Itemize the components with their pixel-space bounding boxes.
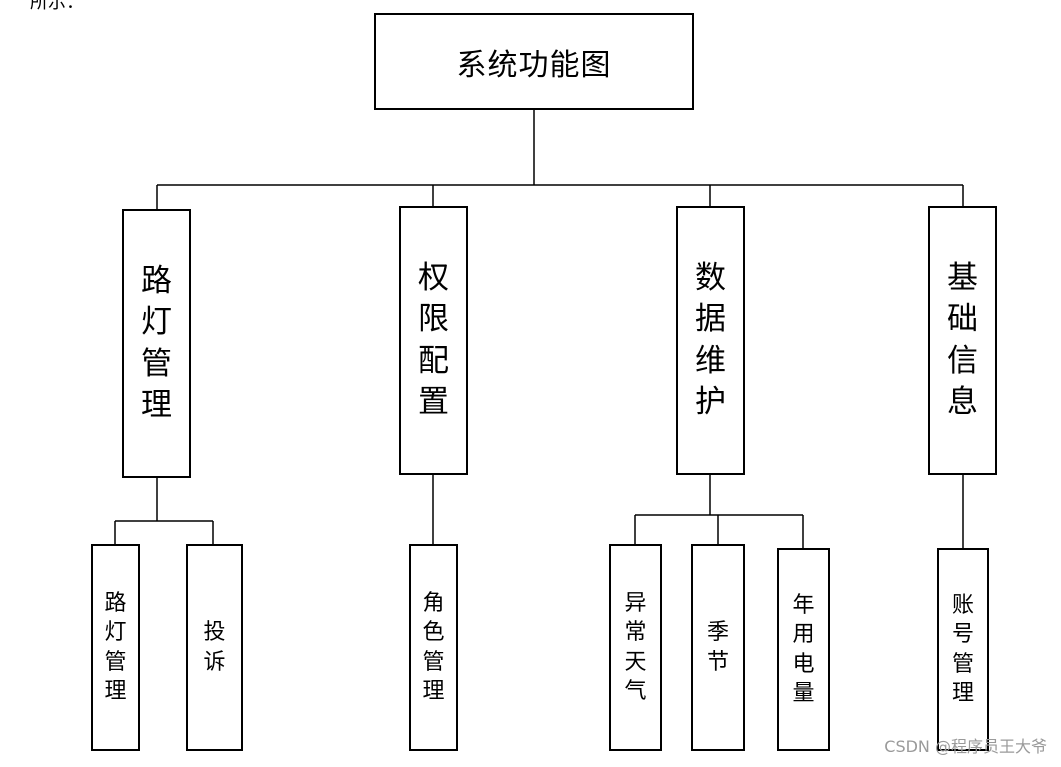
leaf-role-management: 角色管理: [409, 544, 458, 751]
node-permission-config: 权限配置: [399, 206, 468, 475]
corner-text-fragment: 所示：: [30, 0, 84, 13]
node-streetlight-management: 路灯管理: [122, 209, 191, 478]
watermark-text: CSDN @程序员王大爷: [884, 737, 1047, 756]
root-node-label: 系统功能图: [456, 47, 612, 83]
leaf-label: 路灯管理: [104, 591, 127, 704]
leaf-label: 角色管理: [422, 591, 445, 704]
leaf-label: 账号管理: [952, 593, 975, 706]
leaf-label: 年用电量: [792, 593, 815, 706]
node-data-maintenance: 数据维护: [676, 206, 745, 475]
leaf-complaint: 投诉: [186, 544, 243, 751]
node-label: 数据维护: [695, 260, 726, 420]
root-node: 系统功能图: [374, 13, 694, 110]
node-label: 权限配置: [418, 260, 449, 420]
leaf-label: 投诉: [203, 620, 226, 675]
leaf-streetlight-management: 路灯管理: [91, 544, 140, 751]
leaf-label: 异常天气: [624, 591, 647, 704]
leaf-account-management: 账号管理: [937, 548, 989, 751]
leaf-season: 季节: [691, 544, 745, 751]
node-basic-info: 基础信息: [928, 206, 997, 475]
leaf-annual-electricity: 年用电量: [777, 548, 830, 751]
node-label: 基础信息: [947, 260, 978, 420]
leaf-label: 季节: [707, 620, 730, 675]
node-label: 路灯管理: [141, 263, 172, 423]
leaf-abnormal-weather: 异常天气: [609, 544, 662, 751]
